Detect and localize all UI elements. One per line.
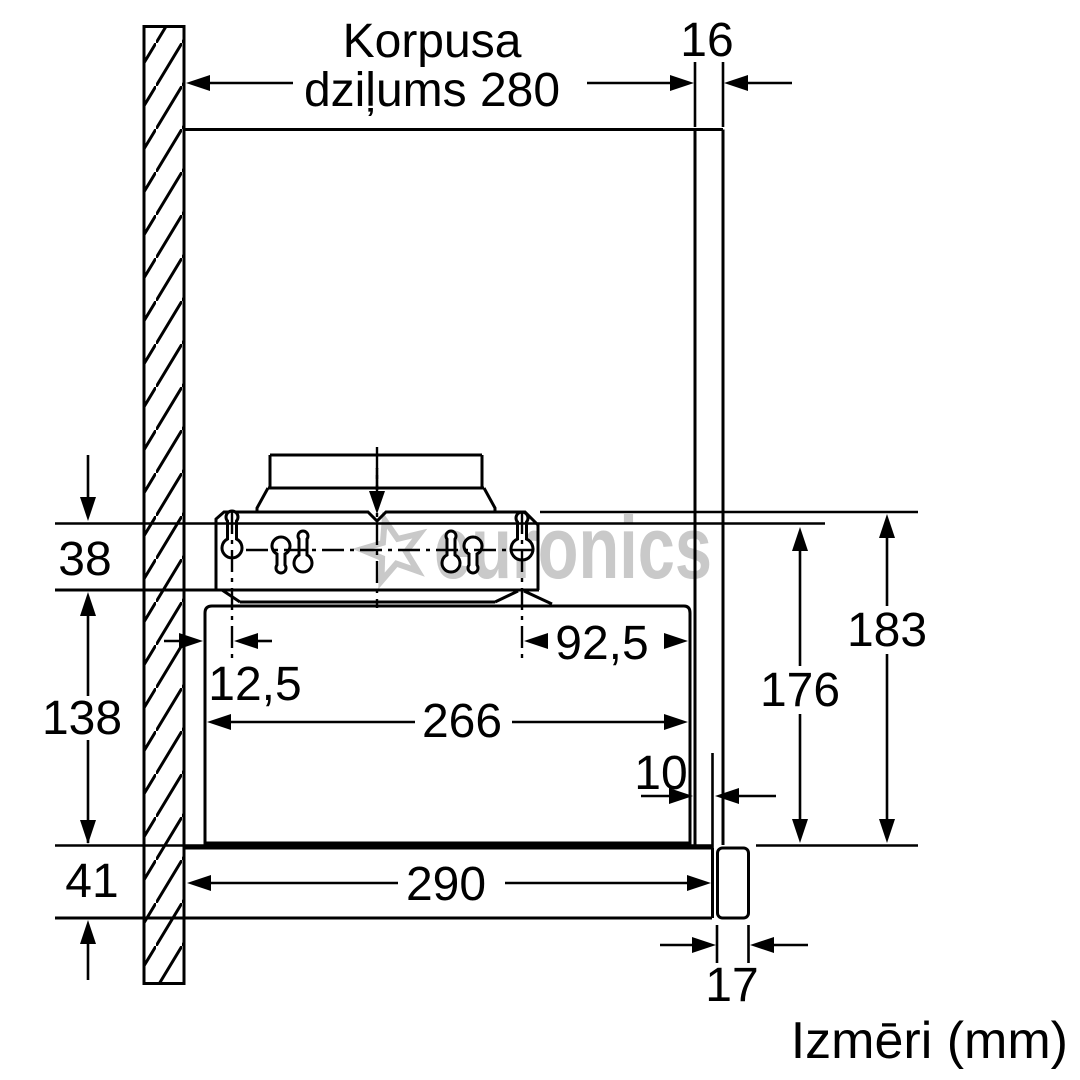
dim-925-label: 92,5	[555, 617, 648, 670]
dim-17-arrow-left-icon	[692, 937, 716, 953]
dim-280-arrow-left-icon	[186, 75, 210, 91]
dim-125-arrow-right-icon	[234, 633, 258, 649]
mounting-plate	[214, 510, 540, 590]
dim-17-label: 17	[705, 959, 758, 1012]
front-strip	[716, 846, 750, 920]
dim-138-arrow-bottom-icon	[80, 820, 96, 844]
dim-280-arrow-right-icon	[670, 75, 694, 91]
dim-183-label: 183	[847, 604, 927, 657]
wall-hatch	[145, 26, 183, 984]
title-line1: Korpusa	[343, 15, 522, 68]
cabinet	[184, 128, 725, 845]
keyhole-right-icon	[509, 510, 535, 562]
center-arrow-icon	[369, 491, 385, 514]
centerlines	[230, 447, 534, 662]
dim-10-arrow-left-icon	[669, 788, 693, 804]
dim-17-arrow-right-icon	[750, 937, 774, 953]
dim-10-arrow-right-icon	[715, 788, 739, 804]
drawer-body	[203, 604, 692, 845]
keyhole-pair1-b-icon	[292, 529, 314, 574]
units-caption: Izmēri (mm)	[791, 1012, 1068, 1070]
dim-290-arrow-left-icon	[187, 875, 211, 891]
dim-925-arrow-left-icon	[524, 633, 548, 649]
dim-16-label: 16	[680, 14, 733, 67]
dim-176-label: 176	[760, 664, 840, 717]
dimension-graphics	[55, 62, 918, 980]
dim-16-arrow-icon	[724, 75, 748, 91]
dim-176-arrow-top-icon	[792, 527, 808, 551]
bottom-bar	[55, 846, 714, 920]
wall-outline	[142, 25, 186, 985]
dim-290-label: 290	[406, 858, 486, 911]
dim-10-label: 10	[634, 747, 687, 800]
wall-section	[142, 25, 186, 985]
cabinet-side-panel	[693, 129, 725, 845]
dimension-labels: Korpusa dziļums 280 16 38 138 41 12,5 92…	[42, 14, 1068, 1070]
keyhole-left-icon	[220, 509, 244, 560]
dim-183-arrow-top-icon	[879, 514, 895, 538]
dim-266-arrow-left-icon	[207, 714, 231, 730]
dim-38-label: 38	[58, 533, 111, 586]
dim-38-arrow-icon	[80, 497, 96, 521]
keyhole-pair2-a-icon	[440, 529, 462, 574]
dim-290-arrow-right-icon	[687, 875, 711, 891]
title-line2: dziļums 280	[304, 64, 560, 117]
dim-41-label: 41	[65, 855, 118, 908]
dim-925-arrow-right-icon	[664, 633, 688, 649]
dim-138-arrow-top-icon	[80, 592, 96, 616]
dim-125-arrow-left-icon	[179, 633, 203, 649]
dim-183-arrow-bottom-icon	[879, 819, 895, 843]
dim-17-extensions	[715, 925, 750, 963]
dim-176-arrow-bottom-icon	[792, 819, 808, 843]
dim-138-label: 138	[42, 692, 122, 745]
dim-125-label: 12,5	[208, 658, 301, 711]
dim-266-label: 266	[422, 695, 502, 748]
dim-266-arrow-right-icon	[664, 714, 688, 730]
keyhole-pair1-a-icon	[270, 535, 292, 575]
dim-41-arrow-icon	[80, 920, 96, 944]
dim-16-extensions	[693, 62, 725, 127]
watermark-star-icon	[352, 511, 428, 590]
